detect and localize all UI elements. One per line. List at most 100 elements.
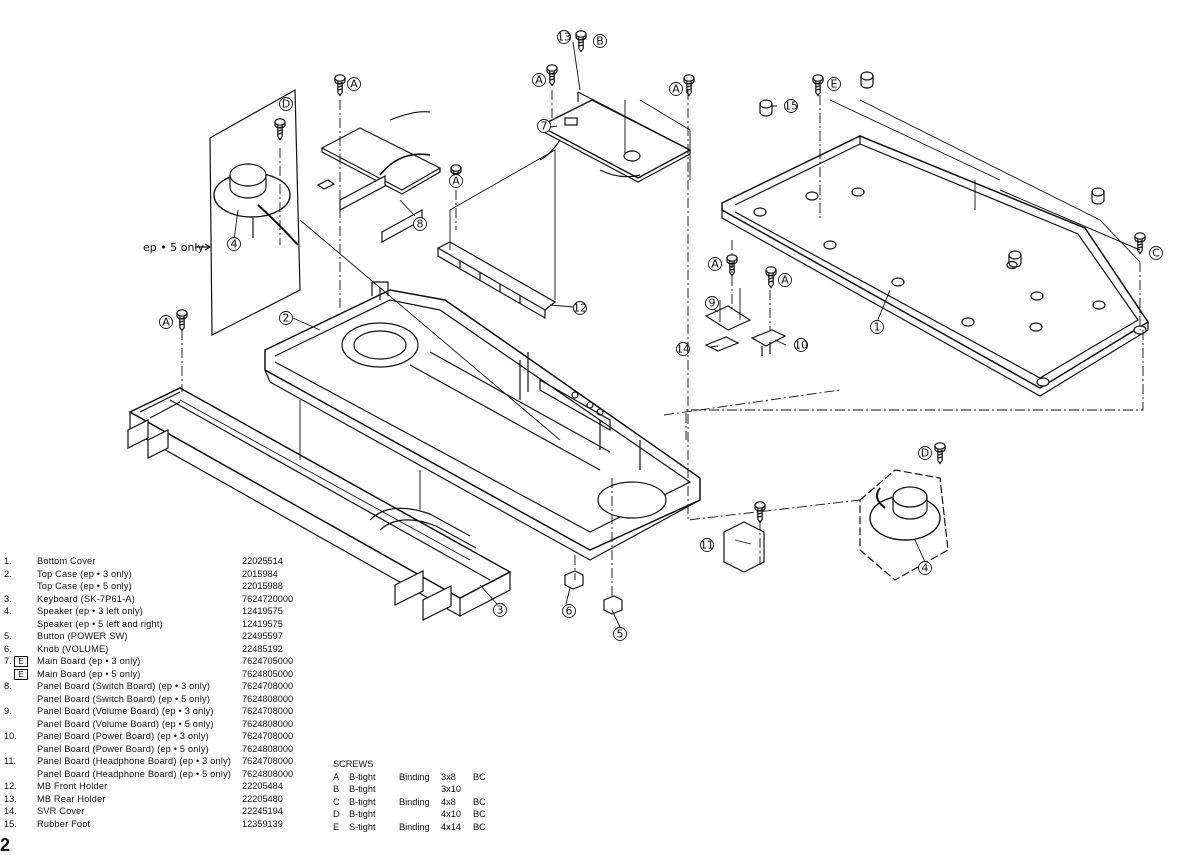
svg-text:A: A: [350, 78, 358, 91]
callout-12: 12: [573, 301, 587, 315]
part-description: Main Board (ep • 5 only): [37, 668, 141, 679]
part-code: 7624720000: [242, 593, 294, 604]
part-number-index: 10.: [4, 731, 17, 741]
callouts: 1 2 3 4 4 5 6 7 8 9 10 11 12 13 14 15 A …: [159, 30, 1163, 641]
svg-text:3: 3: [497, 604, 504, 617]
part-code: 12419575: [242, 618, 283, 629]
screw-type: B-tight: [349, 809, 376, 819]
screw-finish: BC: [473, 809, 486, 819]
part-description: Panel Board (Switch Board) (ep • 3 only): [37, 681, 211, 691]
part-number-index: 11.: [4, 756, 17, 766]
svg-text:15: 15: [784, 100, 798, 113]
ep5-only-note: ep • 5 only: [143, 241, 204, 254]
callout-3: 3: [493, 603, 507, 617]
main-board: [538, 91, 692, 183]
screw-size: 3x10: [441, 784, 461, 794]
screw-type: B-tight: [349, 796, 376, 807]
part-code: 7624808000: [242, 768, 294, 779]
svg-text:12: 12: [573, 302, 587, 315]
keyboard: [127, 387, 512, 621]
part-description: Panel Board (Volume Board) (ep • 5 only): [37, 718, 214, 729]
svg-text:6: 6: [566, 605, 573, 618]
part-description: Bottom Cover: [37, 556, 96, 566]
part-description: Panel Board (Headphone Board) (ep • 5 on…: [37, 768, 232, 779]
part-description: MB Rear Holder: [37, 793, 106, 804]
screw-key: B: [333, 784, 340, 794]
part-number-index: 1.: [4, 556, 12, 566]
projection-lines: [179, 99, 1141, 561]
part-description: Panel Board (Power Board) (ep • 5 only): [37, 743, 209, 754]
e-mark-badge: E: [14, 668, 28, 680]
part-number-index: 12.: [4, 781, 17, 791]
callout-6: 6: [562, 604, 576, 618]
callout-screw-a4: A: [532, 73, 546, 87]
part-number-index: 9.: [4, 706, 12, 716]
svg-text:10: 10: [794, 339, 808, 352]
part-code: 7624708000: [242, 706, 294, 716]
part-code: 22015988: [242, 581, 283, 591]
svg-text:A: A: [781, 274, 789, 287]
leader-lines: [181, 90, 1144, 598]
callout-screw-d1: D: [279, 97, 293, 111]
svg-text:7: 7: [541, 120, 548, 133]
svg-text:D: D: [282, 98, 290, 111]
speaker-right: [859, 469, 949, 581]
part-code: 7624808000: [242, 718, 294, 729]
part-number-index: 8.: [4, 681, 12, 691]
top-case: [264, 281, 701, 561]
part-number-index: 7.: [4, 656, 12, 666]
part-number-index: 14.: [4, 806, 17, 816]
part-description: Panel Board (Switch Board) (ep • 5 only): [37, 693, 211, 704]
svg-text:8: 8: [417, 218, 424, 231]
callout-screw-a2: A: [347, 77, 361, 91]
callout-screw-d2: D: [918, 446, 932, 460]
svg-text:A: A: [711, 258, 719, 271]
svg-text:C: C: [1152, 247, 1160, 260]
part-code: 2015984: [242, 568, 278, 579]
part-code: 7624805000: [242, 668, 294, 679]
callout-5: 5: [613, 627, 627, 641]
callout-1: 1: [870, 320, 884, 334]
part-code: 22495597: [242, 631, 283, 641]
part-number-index: 6.: [4, 643, 12, 654]
screws-title: SCREWS: [333, 759, 374, 769]
callout-screw-a5: A: [669, 82, 683, 96]
part-description: Top Case (ep • 5 only): [37, 581, 132, 591]
part-description: Panel Board (Volume Board) (ep • 3 only): [37, 706, 214, 716]
page-number: 2: [0, 835, 11, 855]
screw-type: B-tight: [349, 784, 376, 794]
callout-screw-e: E: [827, 77, 841, 91]
screw-key: E: [333, 821, 340, 832]
svg-text:13: 13: [557, 31, 571, 44]
part-description: Top Case (ep • 3 only): [37, 568, 132, 579]
screw-finish: BC: [473, 771, 486, 782]
part-description: Knob (VOLUME): [37, 643, 109, 654]
part-description: Panel Board (Power Board) (ep • 3 only): [37, 731, 209, 741]
part-code: 22245194: [242, 806, 283, 816]
screw-size: 4x8: [441, 796, 456, 807]
callout-15: 15: [784, 99, 798, 113]
callout-11: 11: [700, 538, 714, 552]
part-number-index: 4.: [4, 606, 12, 616]
svg-text:D: D: [921, 447, 929, 460]
callout-9: 9: [705, 296, 719, 310]
part-description: Button (POWER SW): [37, 631, 128, 641]
callout-4a: 4: [227, 237, 241, 251]
part-code: 7624708000: [242, 731, 294, 741]
callout-13: 13: [557, 30, 571, 44]
svg-text:14: 14: [676, 343, 690, 356]
part-number-index: 2.: [4, 568, 12, 579]
screw-key: C: [333, 796, 340, 807]
screw-head: Binding: [399, 796, 430, 807]
part-code: 7624708000: [242, 756, 294, 766]
part-number-index: 15.: [4, 818, 17, 829]
callout-4b: 4: [918, 561, 932, 575]
screw-key: D: [333, 809, 340, 819]
switch-board: [316, 111, 442, 244]
svg-text:B: B: [596, 35, 604, 48]
part-code: 7624708000: [242, 681, 294, 691]
screws: [176, 30, 1146, 524]
